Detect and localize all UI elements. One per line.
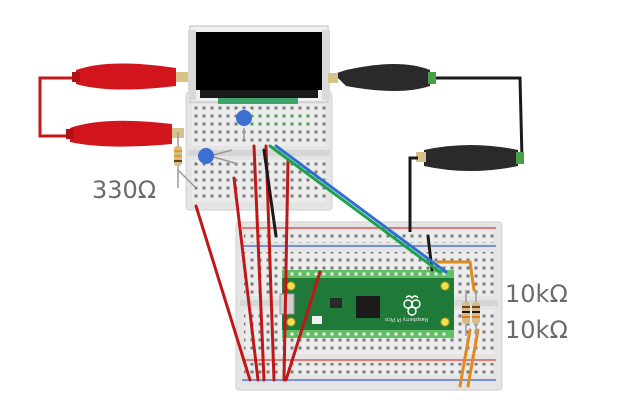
oled-display <box>188 25 330 104</box>
resistor-10k-label-1: 10kΩ <box>505 280 568 308</box>
capacitor <box>236 110 252 140</box>
raspberry-logo-icon <box>403 295 421 316</box>
rp2040-chip <box>356 296 380 318</box>
black-alligator-clips <box>328 64 524 232</box>
mounting-hole <box>440 281 450 291</box>
mounting-hole <box>286 317 296 327</box>
mounting-hole <box>286 281 296 291</box>
red-alligator-clips <box>38 63 188 147</box>
resistor-330 <box>174 132 197 189</box>
pico-board: Raspberry Pi Pico <box>279 270 454 338</box>
resistor-330-label: 330Ω <box>92 176 156 204</box>
orange-wires <box>436 260 480 388</box>
resistor-10k <box>472 290 480 336</box>
button <box>312 316 322 324</box>
resistor-10k <box>462 290 470 336</box>
green-wire <box>268 144 442 274</box>
capacitor <box>198 148 239 165</box>
blue-wire <box>274 144 448 274</box>
small-breadboard <box>185 91 333 211</box>
pico-pin-row-top <box>290 272 446 276</box>
flash-chip <box>330 298 342 308</box>
board-name: Raspberry Pi Pico <box>385 316 428 322</box>
resistor-10k-label-2: 10kΩ <box>505 316 568 344</box>
pico-pin-row-bottom <box>290 332 446 336</box>
mounting-hole <box>440 317 450 327</box>
red-wires <box>194 144 322 382</box>
